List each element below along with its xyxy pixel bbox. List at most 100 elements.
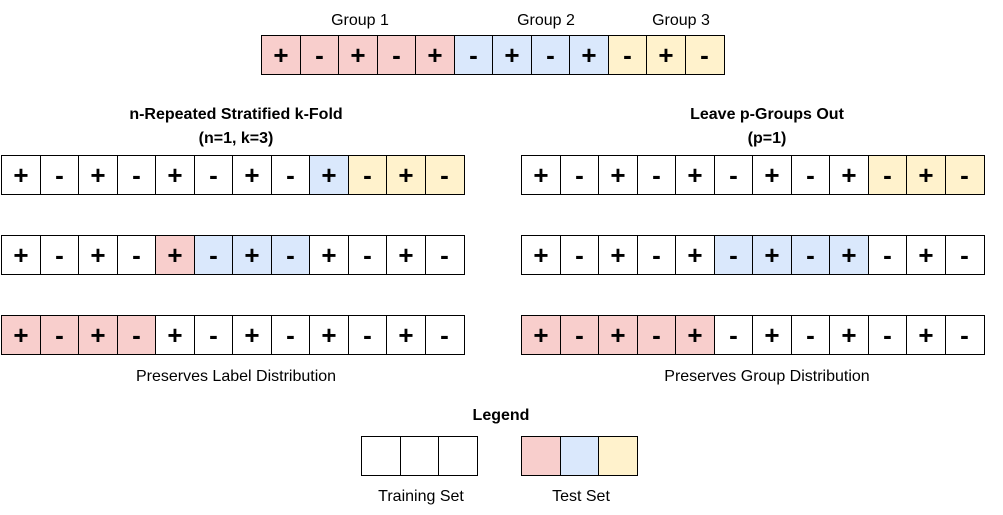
positive-sample-cell: +: [492, 35, 532, 75]
negative-sample-cell: -: [299, 35, 340, 75]
positive-sample-cell: +: [829, 235, 869, 275]
positive-sample-cell: +: [675, 315, 715, 355]
positive-sample-cell: +: [829, 315, 869, 355]
negative-sample-cell: -: [376, 35, 417, 75]
negative-sample-cell: -: [424, 155, 465, 195]
negative-sample-cell: -: [684, 35, 725, 75]
right-subtitle: (p=1): [747, 130, 787, 147]
negative-sample-cell: -: [607, 35, 648, 75]
positive-sample-cell: +: [232, 155, 272, 195]
positive-sample-cell: +: [521, 315, 561, 355]
negative-sample-cell: -: [944, 155, 985, 195]
negative-sample-cell: -: [453, 35, 494, 75]
negative-sample-cell: -: [867, 315, 908, 355]
legend-test-label: Test Set: [552, 488, 610, 505]
left-subtitle: (n=1, k=3): [198, 130, 274, 147]
right-fold-row-1: +-+-+-+-+-+-: [521, 155, 985, 195]
negative-sample-cell: -: [39, 315, 80, 355]
positive-sample-cell: +: [155, 235, 195, 275]
negative-sample-cell: -: [39, 235, 80, 275]
right-fold-row-2: +-+-+-+-+-+-: [521, 235, 985, 275]
positive-sample-cell: +: [232, 315, 272, 355]
positive-sample-cell: +: [309, 155, 349, 195]
positive-sample-cell: +: [309, 315, 349, 355]
positive-sample-cell: +: [78, 315, 118, 355]
left-fold-row-1: +-+-+-+-+-+-: [1, 155, 465, 195]
negative-sample-cell: -: [193, 235, 234, 275]
negative-sample-cell: -: [347, 155, 388, 195]
legend-swatch: [361, 436, 401, 476]
negative-sample-cell: -: [790, 315, 831, 355]
left-title: n-Repeated Stratified k-Fold: [129, 106, 343, 123]
negative-sample-cell: -: [713, 155, 754, 195]
negative-sample-cell: -: [867, 235, 908, 275]
positive-sample-cell: +: [906, 155, 946, 195]
positive-sample-cell: +: [78, 235, 118, 275]
positive-sample-cell: +: [521, 155, 561, 195]
negative-sample-cell: -: [790, 235, 831, 275]
legend-test-swatches: [521, 436, 638, 476]
right-fold-row-3: +-+-+-+-+-+-: [521, 315, 985, 355]
positive-sample-cell: +: [598, 155, 638, 195]
negative-sample-cell: -: [116, 315, 157, 355]
negative-sample-cell: -: [559, 235, 600, 275]
negative-sample-cell: -: [424, 235, 465, 275]
positive-sample-cell: +: [752, 155, 792, 195]
positive-sample-cell: +: [386, 315, 426, 355]
positive-sample-cell: +: [155, 315, 195, 355]
negative-sample-cell: -: [347, 235, 388, 275]
legend-training-swatches: [361, 436, 478, 476]
positive-sample-cell: +: [906, 315, 946, 355]
positive-sample-cell: +: [598, 235, 638, 275]
positive-sample-cell: +: [338, 35, 378, 75]
positive-sample-cell: +: [521, 235, 561, 275]
negative-sample-cell: -: [193, 315, 234, 355]
legend-swatch: [521, 436, 561, 476]
group-1-label: Group 1: [331, 12, 389, 29]
negative-sample-cell: -: [867, 155, 908, 195]
right-caption: Preserves Group Distribution: [664, 368, 870, 385]
negative-sample-cell: -: [116, 155, 157, 195]
positive-sample-cell: +: [1, 315, 41, 355]
positive-sample-cell: +: [906, 235, 946, 275]
positive-sample-cell: +: [752, 315, 792, 355]
positive-sample-cell: +: [386, 155, 426, 195]
negative-sample-cell: -: [270, 155, 311, 195]
negative-sample-cell: -: [559, 315, 600, 355]
negative-sample-cell: -: [944, 315, 985, 355]
positive-sample-cell: +: [1, 235, 41, 275]
legend-swatch: [598, 436, 638, 476]
group-3-label: Group 3: [652, 12, 710, 29]
positive-sample-cell: +: [569, 35, 609, 75]
left-fold-row-2: +-+-+-+-+-+-: [1, 235, 465, 275]
legend-title: Legend: [472, 407, 530, 424]
positive-sample-cell: +: [675, 235, 715, 275]
negative-sample-cell: -: [713, 235, 754, 275]
negative-sample-cell: -: [270, 235, 311, 275]
negative-sample-cell: -: [636, 315, 677, 355]
positive-sample-cell: +: [309, 235, 349, 275]
positive-sample-cell: +: [232, 235, 272, 275]
negative-sample-cell: -: [424, 315, 465, 355]
positive-sample-cell: +: [78, 155, 118, 195]
negative-sample-cell: -: [713, 315, 754, 355]
legend-swatch: [399, 436, 440, 476]
negative-sample-cell: -: [270, 315, 311, 355]
positive-sample-cell: +: [386, 235, 426, 275]
groups-row: +-+-+-+-+-+-: [261, 35, 725, 75]
right-title: Leave p-Groups Out: [690, 106, 844, 123]
legend-swatch: [559, 436, 600, 476]
negative-sample-cell: -: [39, 155, 80, 195]
negative-sample-cell: -: [944, 235, 985, 275]
negative-sample-cell: -: [193, 155, 234, 195]
negative-sample-cell: -: [530, 35, 571, 75]
negative-sample-cell: -: [636, 155, 677, 195]
negative-sample-cell: -: [347, 315, 388, 355]
negative-sample-cell: -: [790, 155, 831, 195]
positive-sample-cell: +: [675, 155, 715, 195]
positive-sample-cell: +: [155, 155, 195, 195]
negative-sample-cell: -: [116, 235, 157, 275]
left-caption: Preserves Label Distribution: [135, 368, 337, 385]
legend-swatch: [438, 436, 478, 476]
legend-training-label: Training Set: [378, 488, 464, 505]
